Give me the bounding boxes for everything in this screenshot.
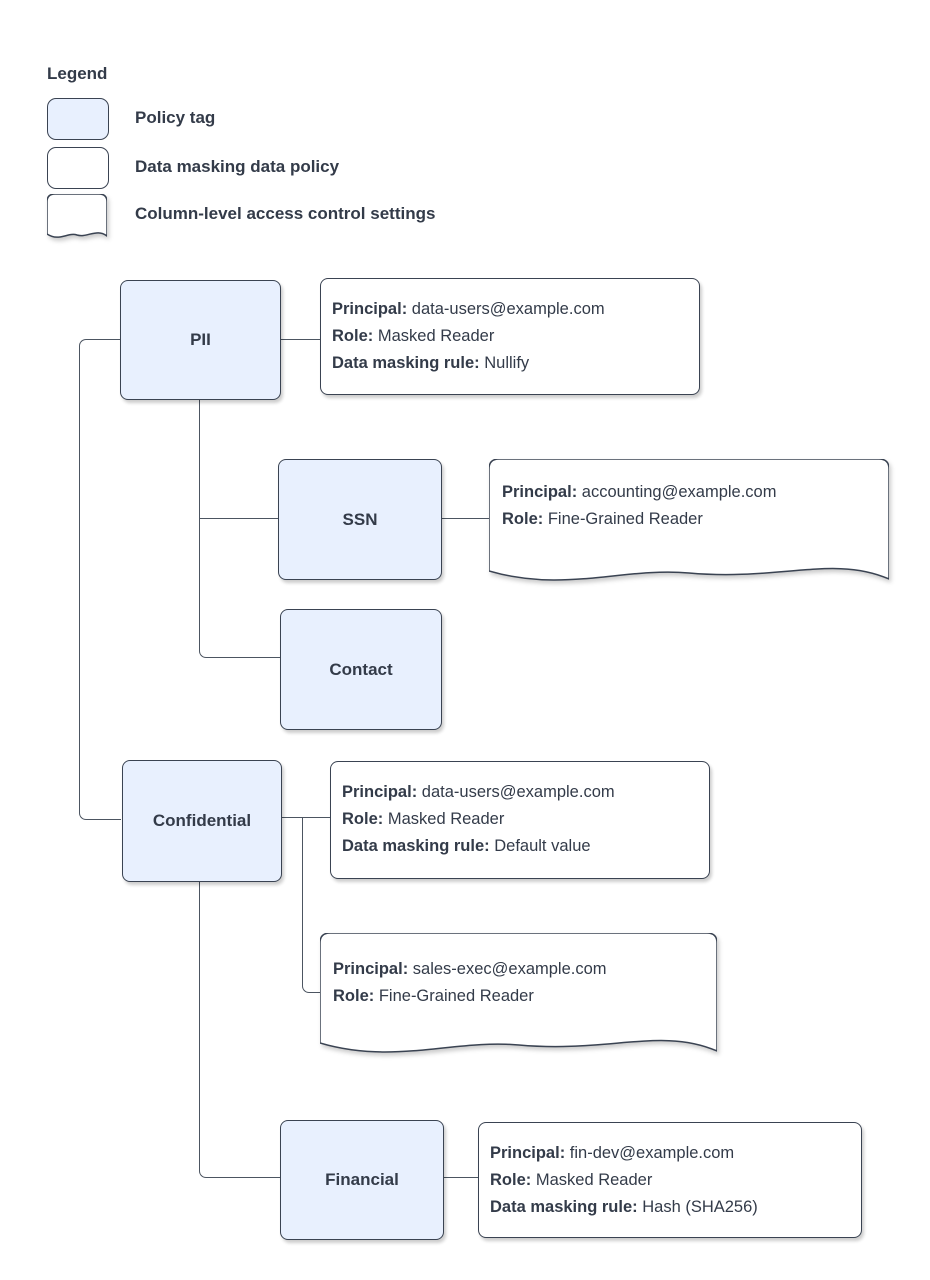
tag-contact: Contact bbox=[280, 609, 442, 730]
connector-pii-to-confidential bbox=[79, 339, 121, 820]
legend-title: Legend bbox=[47, 64, 108, 83]
connector-financial-to-policy bbox=[442, 1177, 478, 1178]
legend-label-data-masking-policy: Data masking data policy bbox=[135, 157, 340, 176]
tag-confidential: Confidential bbox=[122, 760, 282, 882]
connector-pii-to-policy bbox=[279, 339, 320, 340]
tag-pii-label: PII bbox=[190, 330, 211, 349]
policy-row: Data masking rule: Default value bbox=[342, 837, 591, 855]
legend-swatch-column-access-settings bbox=[47, 194, 107, 242]
legend-label-policy-tag: Policy tag bbox=[135, 108, 216, 127]
connector-ssn-to-doc bbox=[440, 518, 489, 519]
policy-row: Role: Masked Reader bbox=[342, 810, 505, 828]
policy-row: Data masking rule: Nullify bbox=[332, 354, 530, 372]
access-doc-ssn: Principal: accounting@example.com Role: … bbox=[489, 459, 889, 589]
tag-ssn-label: SSN bbox=[342, 509, 378, 529]
legend-swatch-policy-tag bbox=[47, 98, 109, 140]
policy-row: Role: Fine-Grained Reader bbox=[502, 510, 703, 528]
connector-confidential-to-sales-doc bbox=[302, 818, 321, 993]
policy-box-pii: Principal: data-users@example.com Role: … bbox=[320, 278, 700, 395]
tag-contact-label: Contact bbox=[329, 659, 393, 679]
policy-box-confidential: Principal: data-users@example.com Role: … bbox=[330, 761, 710, 879]
connector-confidential-to-financial bbox=[199, 880, 281, 1178]
tag-ssn: SSN bbox=[278, 459, 442, 580]
connector-confidential-to-policy bbox=[280, 817, 330, 818]
policy-row: Principal: fin-dev@example.com bbox=[490, 1144, 735, 1162]
access-doc-sales: Principal: sales-exec@example.com Role: … bbox=[320, 933, 717, 1061]
policy-row: Principal: data-users@example.com bbox=[342, 783, 615, 801]
document-shape-icon bbox=[320, 933, 717, 1053]
policy-row: Role: Masked Reader bbox=[490, 1171, 653, 1189]
connector-pii-to-ssn bbox=[199, 518, 278, 519]
legend-label-column-access-settings: Column-level access control settings bbox=[135, 204, 436, 223]
policy-row: Principal: data-users@example.com bbox=[332, 300, 605, 318]
tag-confidential-label: Confidential bbox=[152, 811, 252, 830]
policy-row: Role: Fine-Grained Reader bbox=[333, 987, 534, 1005]
tag-financial-label: Financial bbox=[325, 1170, 399, 1189]
policy-row: Principal: sales-exec@example.com bbox=[333, 960, 607, 978]
connector-pii-to-contact bbox=[199, 398, 281, 658]
policy-row: Principal: accounting@example.com bbox=[502, 483, 777, 501]
document-shape-icon bbox=[489, 459, 889, 581]
policy-row: Role: Masked Reader bbox=[332, 327, 495, 345]
policy-row: Data masking rule: Hash (SHA256) bbox=[490, 1198, 758, 1216]
tag-pii: PII bbox=[120, 280, 281, 400]
document-shape-icon bbox=[47, 194, 107, 238]
policy-box-financial: Principal: fin-dev@example.com Role: Mas… bbox=[478, 1122, 862, 1238]
legend-swatch-data-masking-policy bbox=[47, 147, 109, 189]
tag-financial: Financial bbox=[280, 1120, 444, 1240]
